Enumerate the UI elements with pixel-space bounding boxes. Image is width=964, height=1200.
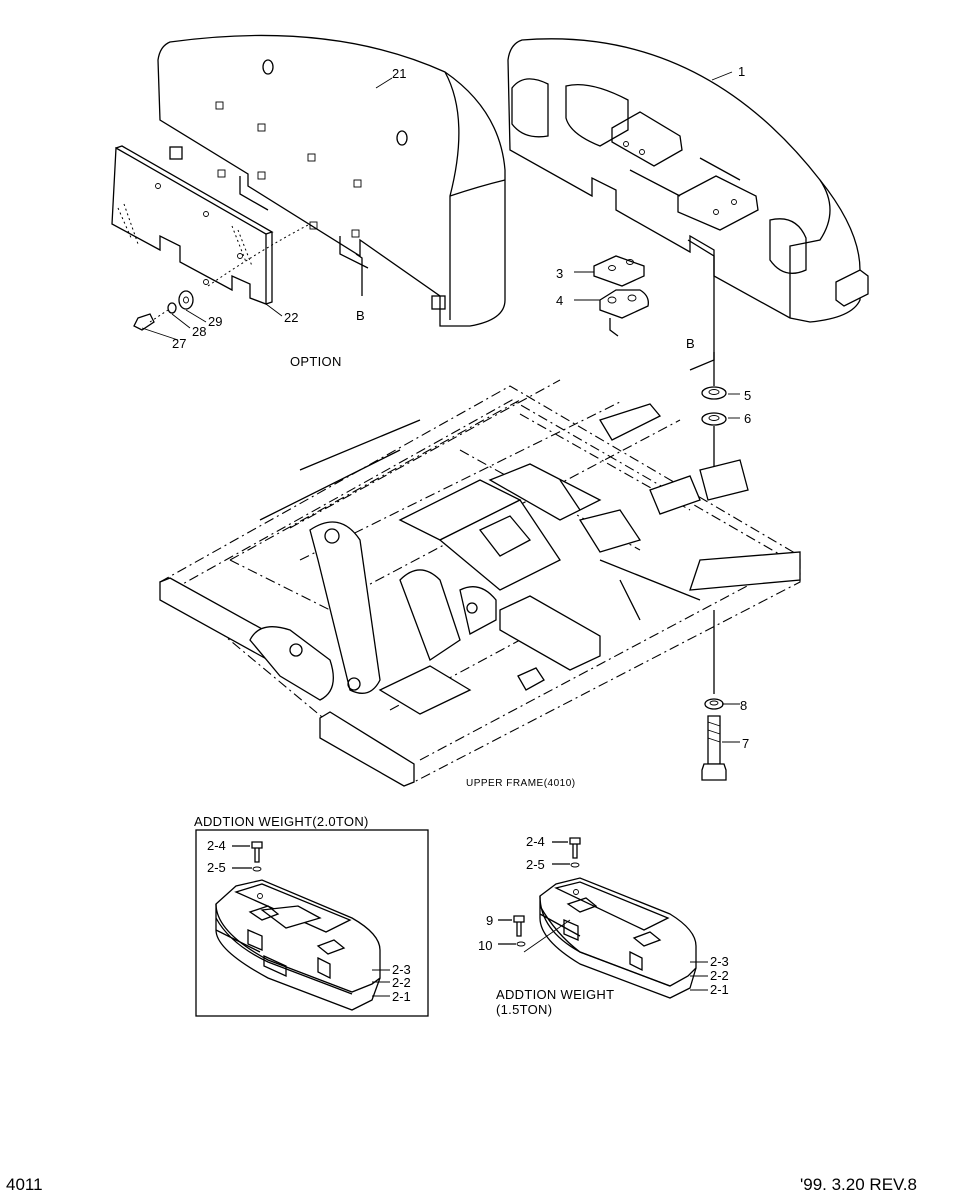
label-2-3-right: 2-3 — [710, 954, 729, 969]
label-part-1: 1 — [738, 64, 745, 79]
addition-weight-1-5ton — [498, 837, 708, 999]
label-2-1-left: 2-1 — [392, 989, 411, 1004]
caption-weight-2-0ton: ADDTION WEIGHT(2.0TON) — [194, 814, 369, 829]
label-part-27: 27 — [172, 336, 186, 351]
caption-weight-1-5ton-line2: (1.5TON) — [496, 1002, 552, 1017]
label-2-2-right: 2-2 — [710, 968, 729, 983]
counterweight-21 — [157, 34, 506, 327]
label-part-22: 22 — [284, 310, 298, 325]
label-part-29: 29 — [208, 314, 222, 329]
label-part-4: 4 — [556, 293, 563, 308]
upper-frame-4010 — [159, 379, 801, 787]
counterweight-1 — [507, 38, 869, 323]
label-2-1-right: 2-1 — [710, 982, 729, 997]
b-leaders — [355, 239, 715, 371]
caption-upper-frame: UPPER FRAME(4010) — [466, 778, 576, 789]
label-part-28: 28 — [192, 324, 206, 339]
label-part-10: 10 — [478, 938, 492, 953]
label-part-21: 21 — [392, 66, 406, 81]
label-2-2-left: 2-2 — [392, 975, 411, 990]
label-part-5: 5 — [744, 388, 751, 403]
hardware-27-28-29 — [133, 290, 194, 341]
label-part-3: 3 — [556, 266, 563, 281]
addition-weight-2-0ton — [195, 829, 429, 1017]
label-2-4-left: 2-4 — [207, 838, 226, 853]
caption-option: OPTION — [290, 354, 342, 369]
label-part-6: 6 — [744, 411, 751, 426]
label-part-7: 7 — [742, 736, 749, 751]
label-2-3-left: 2-3 — [392, 962, 411, 977]
caption-weight-1-5ton-line1: ADDTION WEIGHT — [496, 987, 614, 1002]
leader-lines — [171, 71, 740, 743]
footer-page-number: 4011 — [6, 1175, 43, 1194]
label-b-right: B — [686, 336, 695, 351]
label-2-4-right: 2-4 — [526, 834, 545, 849]
label-part-9: 9 — [486, 913, 493, 928]
washers-bolt-stack — [701, 352, 727, 781]
label-b-left: B — [356, 308, 365, 323]
pad-3-and-bracket-4 — [593, 255, 649, 337]
footer-revision: '99. 3.20 REV.8 — [800, 1175, 917, 1194]
label-2-5-left: 2-5 — [207, 860, 226, 875]
label-part-8: 8 — [740, 698, 747, 713]
plate-22 — [111, 145, 311, 305]
label-2-5-right: 2-5 — [526, 857, 545, 872]
